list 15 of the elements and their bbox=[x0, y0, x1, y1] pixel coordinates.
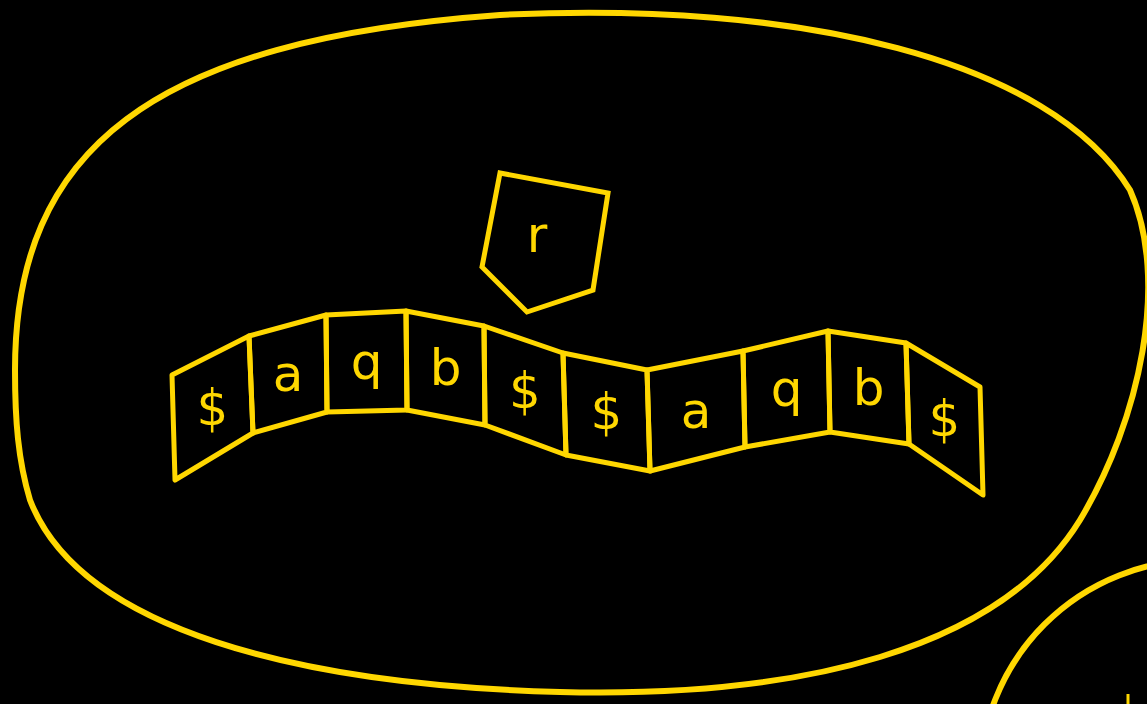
tape-cell bbox=[902, 339, 987, 499]
pentagon-marker bbox=[478, 169, 612, 316]
node-label: q bbox=[350, 332, 383, 391]
node-label: $ bbox=[928, 390, 961, 448]
node-label: a bbox=[272, 345, 304, 403]
blob-outline bbox=[10, 8, 1147, 698]
tape-cell bbox=[168, 332, 257, 484]
node-label: $ bbox=[509, 361, 541, 420]
node-label: $ bbox=[590, 383, 623, 441]
node-label: b bbox=[852, 358, 885, 417]
node-label: a bbox=[680, 382, 712, 440]
node-label: r bbox=[526, 205, 548, 264]
node-label: $ bbox=[196, 379, 229, 437]
node-label: b bbox=[429, 339, 462, 397]
node-label: q bbox=[770, 360, 803, 418]
